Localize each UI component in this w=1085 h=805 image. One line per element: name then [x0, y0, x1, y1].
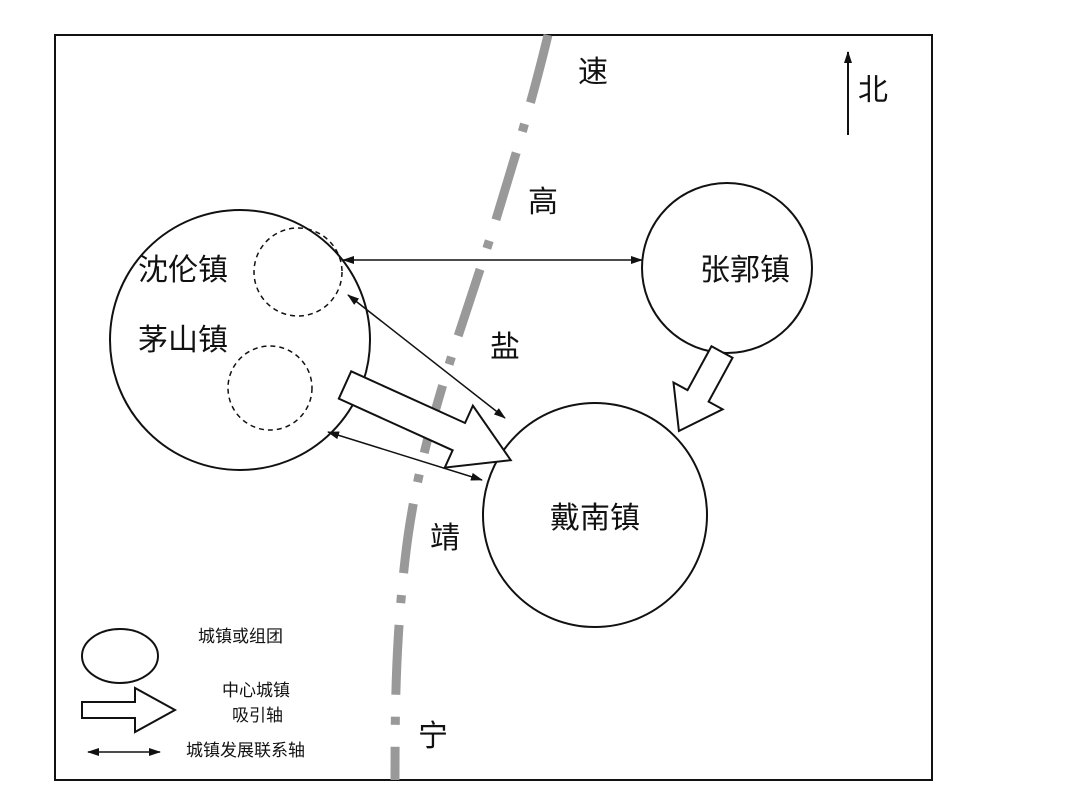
- link-axis-maoshan-dainan: [327, 431, 483, 481]
- town-label-shenlun: 沈伦镇: [138, 253, 228, 288]
- legend-link-label: 城镇发展联系轴: [186, 741, 305, 761]
- highway-char-5: 宁: [418, 719, 448, 754]
- attraction-arrow-zhangguo-to-dainan: [672, 344, 734, 433]
- legend-town-icon: [81, 628, 159, 684]
- town-label-zhangguo: 张郭镇: [700, 253, 790, 288]
- town-circle-dainan: [482, 402, 708, 628]
- attraction-arrow-to-dainan: [337, 370, 513, 469]
- highway-char-3: 盐: [490, 330, 520, 365]
- legend-attraction-label-2: 吸引轴: [232, 706, 283, 726]
- highway-char-1: 速: [578, 55, 608, 90]
- cluster-circle-shenlun: [253, 227, 343, 317]
- highway-char-2: 高: [528, 185, 558, 220]
- town-circle-zhangguo: [641, 182, 813, 354]
- town-label-dainan: 戴南镇: [550, 501, 640, 536]
- legend-attraction-arrow-icon: [81, 686, 178, 734]
- town-label-maoshan: 茅山镇: [138, 323, 228, 358]
- north-label: 北: [858, 73, 888, 108]
- legend-attraction-label-1: 中心城镇: [222, 681, 290, 701]
- cluster-circle-maoshan: [227, 345, 313, 431]
- highway-char-4: 靖: [430, 521, 460, 556]
- link-axis-shenlun-dainan: [347, 294, 506, 419]
- legend-town-label: 城镇或组团: [198, 627, 283, 647]
